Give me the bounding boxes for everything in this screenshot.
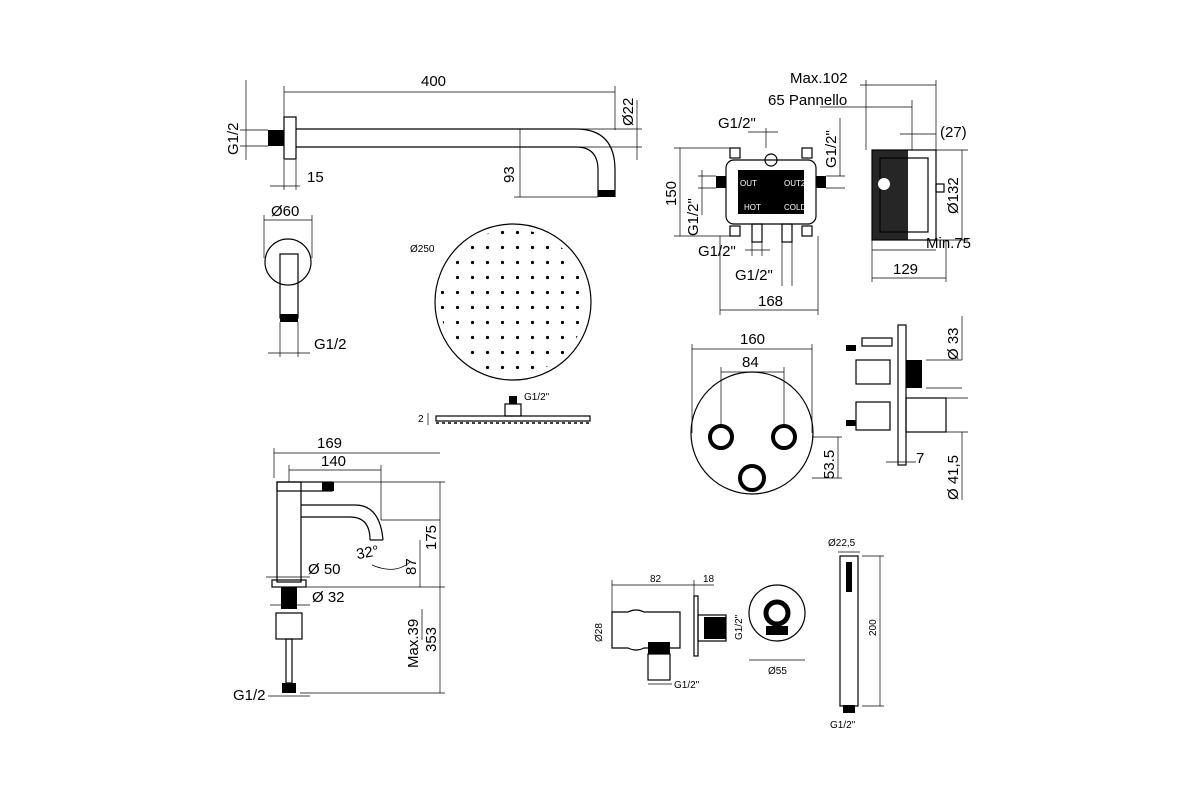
plate-body-diameter-label: Ø 41,5	[945, 455, 962, 500]
outlet-flange-diameter-label: Ø55	[768, 666, 787, 677]
mixer-shank-length-label: 353	[423, 627, 440, 652]
outlet-diameter-label: Ø28	[594, 623, 605, 642]
box-label-hot: HOT	[744, 203, 761, 212]
box-width-label: 168	[758, 293, 783, 310]
box-max-depth-label: Max.102	[790, 70, 848, 87]
basin-mixer: 169 140 32° Ø 50 Ø 32 G1/2 175	[233, 435, 445, 704]
mixer-angle-label: 32°	[355, 543, 380, 564]
box-label-cold: COLD	[784, 203, 806, 212]
arm-offset-label: 15	[307, 169, 324, 186]
box-thread-top-label: G1/2"	[718, 115, 756, 132]
control-plate: 160 84 53.5 Ø 33 Ø 41,5 7	[690, 316, 968, 500]
arm-diameter-label: Ø22	[620, 98, 637, 126]
box-thread-left-label: G1/2"	[685, 198, 702, 236]
box-recess-label: (27)	[940, 124, 967, 141]
hand-length-label: 200	[868, 619, 879, 636]
mixer-thread-label: G1/2	[233, 687, 266, 704]
plate-depth-label: 7	[916, 450, 924, 467]
head-thread-label: G1/2"	[524, 392, 550, 403]
box-label-out2: OUT2	[784, 179, 806, 188]
concealed-box-front: OUT OUT2 HOT COLD G1/2" G1/2" 150 G1/2" …	[663, 115, 845, 315]
arm-thread-label: G1/2	[225, 122, 242, 155]
plate-diameter-label: 160	[740, 331, 765, 348]
box-diameter-label: Ø132	[945, 177, 962, 214]
mixer-width-label: 169	[317, 435, 342, 452]
box-thread-right-label: G1/2"	[823, 130, 840, 168]
plate-spacing-label: 84	[742, 354, 759, 371]
box-thread-bottom-label: G1/2"	[735, 267, 773, 284]
box-height-label: 150	[663, 181, 680, 206]
box-min-depth-label: Min.75	[926, 235, 971, 252]
outlet-flange-label: 18	[703, 574, 715, 585]
head-thickness-label: 2	[418, 414, 424, 425]
mixer-max-deck-label: Max.39	[405, 619, 422, 668]
concealed-box-side: Max.102 65 Pannello (27) Ø132 Min.75 129	[768, 70, 971, 282]
mixer-base-label: Ø 50	[308, 561, 341, 578]
box-panel-label: 65 Pannello	[768, 92, 847, 109]
box-thread-bottom-left-label: G1/2"	[698, 243, 736, 260]
box-side-width-label: 129	[893, 261, 918, 278]
mixer-spout-height-label: 87	[403, 558, 420, 575]
mixer-height-label: 175	[423, 525, 440, 550]
hand-thread-label: G1/2"	[830, 720, 856, 731]
box-label-out: OUT	[740, 179, 757, 188]
mixer-shank-label: Ø 32	[312, 589, 345, 606]
arm-length-label: 400	[421, 73, 446, 90]
outlet-length-label: 82	[650, 574, 662, 585]
wall-flange: Ø60 G1/2	[263, 203, 347, 357]
shower-arm: 400 Ø22 G1/2 15 93	[225, 73, 642, 198]
head-diameter-label: Ø250	[410, 244, 435, 255]
outlet-thread-side-label: G1/2"	[734, 614, 745, 640]
flange-thread-label: G1/2	[314, 336, 347, 353]
hand-shower: Ø22,5 200 G1/2"	[828, 538, 884, 731]
hand-diameter-label: Ø22,5	[828, 538, 856, 549]
plate-knob-diameter-label: Ø 33	[945, 327, 962, 360]
shower-head: Ø250 G1/2" 2	[410, 223, 592, 425]
mixer-reach-label: 140	[321, 453, 346, 470]
plate-offset-label: 53.5	[821, 450, 838, 479]
arm-drop-label: 93	[501, 166, 518, 183]
wall-outlet: 82 18 Ø28 G1/2" G1/2" Ø55	[594, 574, 806, 691]
outlet-thread-bottom-label: G1/2"	[674, 680, 700, 691]
flange-diameter-label: Ø60	[271, 203, 299, 220]
